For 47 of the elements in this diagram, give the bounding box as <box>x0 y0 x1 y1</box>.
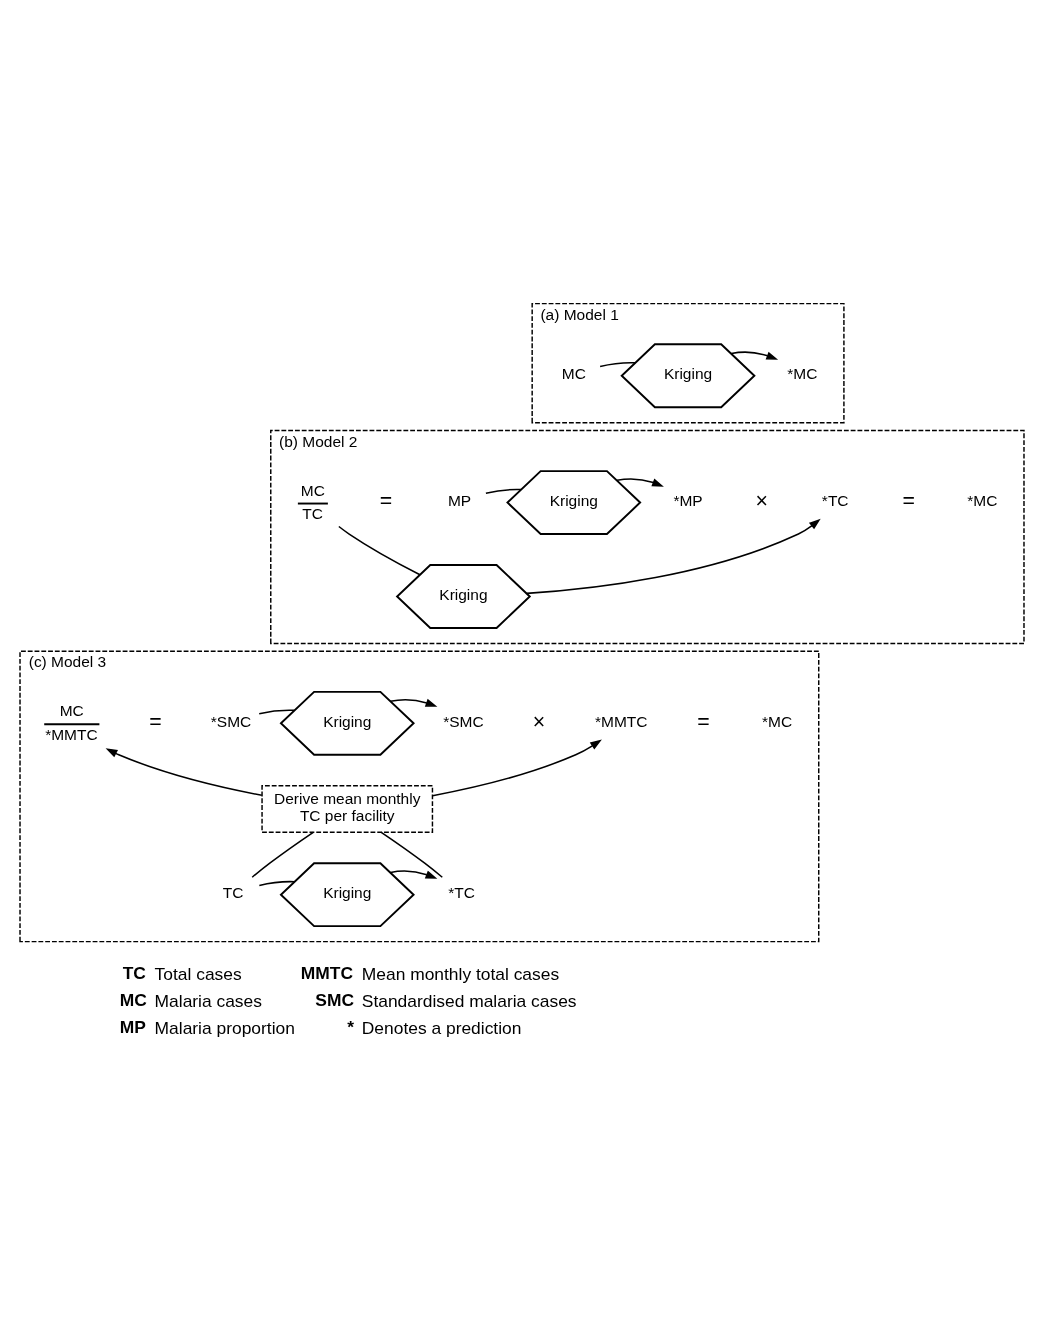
label: Total cases <box>154 963 242 984</box>
arrow <box>730 351 779 360</box>
node-text: *TC <box>821 492 849 510</box>
arrow <box>616 478 664 487</box>
label: Malaria proportion <box>154 1017 295 1038</box>
label: MP <box>119 1017 146 1038</box>
connector <box>258 709 296 715</box>
node-text: *TC <box>448 884 475 902</box>
arrow <box>389 870 438 879</box>
label: Malaria cases <box>154 990 262 1011</box>
connector <box>380 831 444 878</box>
node-text: MP <box>447 492 472 510</box>
label: * <box>347 1017 355 1038</box>
arrow <box>105 748 263 797</box>
label: = <box>697 709 710 734</box>
node-text: TC <box>222 884 244 902</box>
node-text: *MC <box>787 365 818 383</box>
label: Standardised malaria cases <box>361 990 577 1011</box>
label: Mean monthly total cases <box>361 963 560 984</box>
label: Denotes a prediction <box>361 1017 522 1038</box>
node-text: *MMTC <box>595 712 648 730</box>
label: SMC <box>315 989 354 1010</box>
label: TC <box>122 962 146 983</box>
label: MMTC <box>300 962 353 983</box>
label: MC <box>119 989 147 1010</box>
connector <box>251 831 314 878</box>
connector <box>338 525 421 576</box>
connector <box>258 880 296 887</box>
node-text: *MP <box>673 492 703 510</box>
connector <box>485 488 522 495</box>
arrow <box>431 739 602 797</box>
arrow <box>389 698 438 707</box>
node-text: *SMC <box>210 712 252 730</box>
label: = <box>902 488 915 513</box>
node-text: MC TC <box>300 481 325 522</box>
label: × <box>532 709 546 734</box>
label: = <box>379 488 393 513</box>
connector <box>599 361 636 368</box>
node-text: MC *MMTC <box>45 702 98 743</box>
node-text: *MC <box>967 492 998 510</box>
node-text: MC <box>561 365 586 383</box>
label: = <box>149 709 162 734</box>
arrow <box>526 518 821 595</box>
node-text: *SMC <box>443 712 484 730</box>
label: × <box>755 488 768 513</box>
node-box: Derive mean monthly TC per facility <box>261 785 434 833</box>
node-text: *MC <box>762 712 793 730</box>
